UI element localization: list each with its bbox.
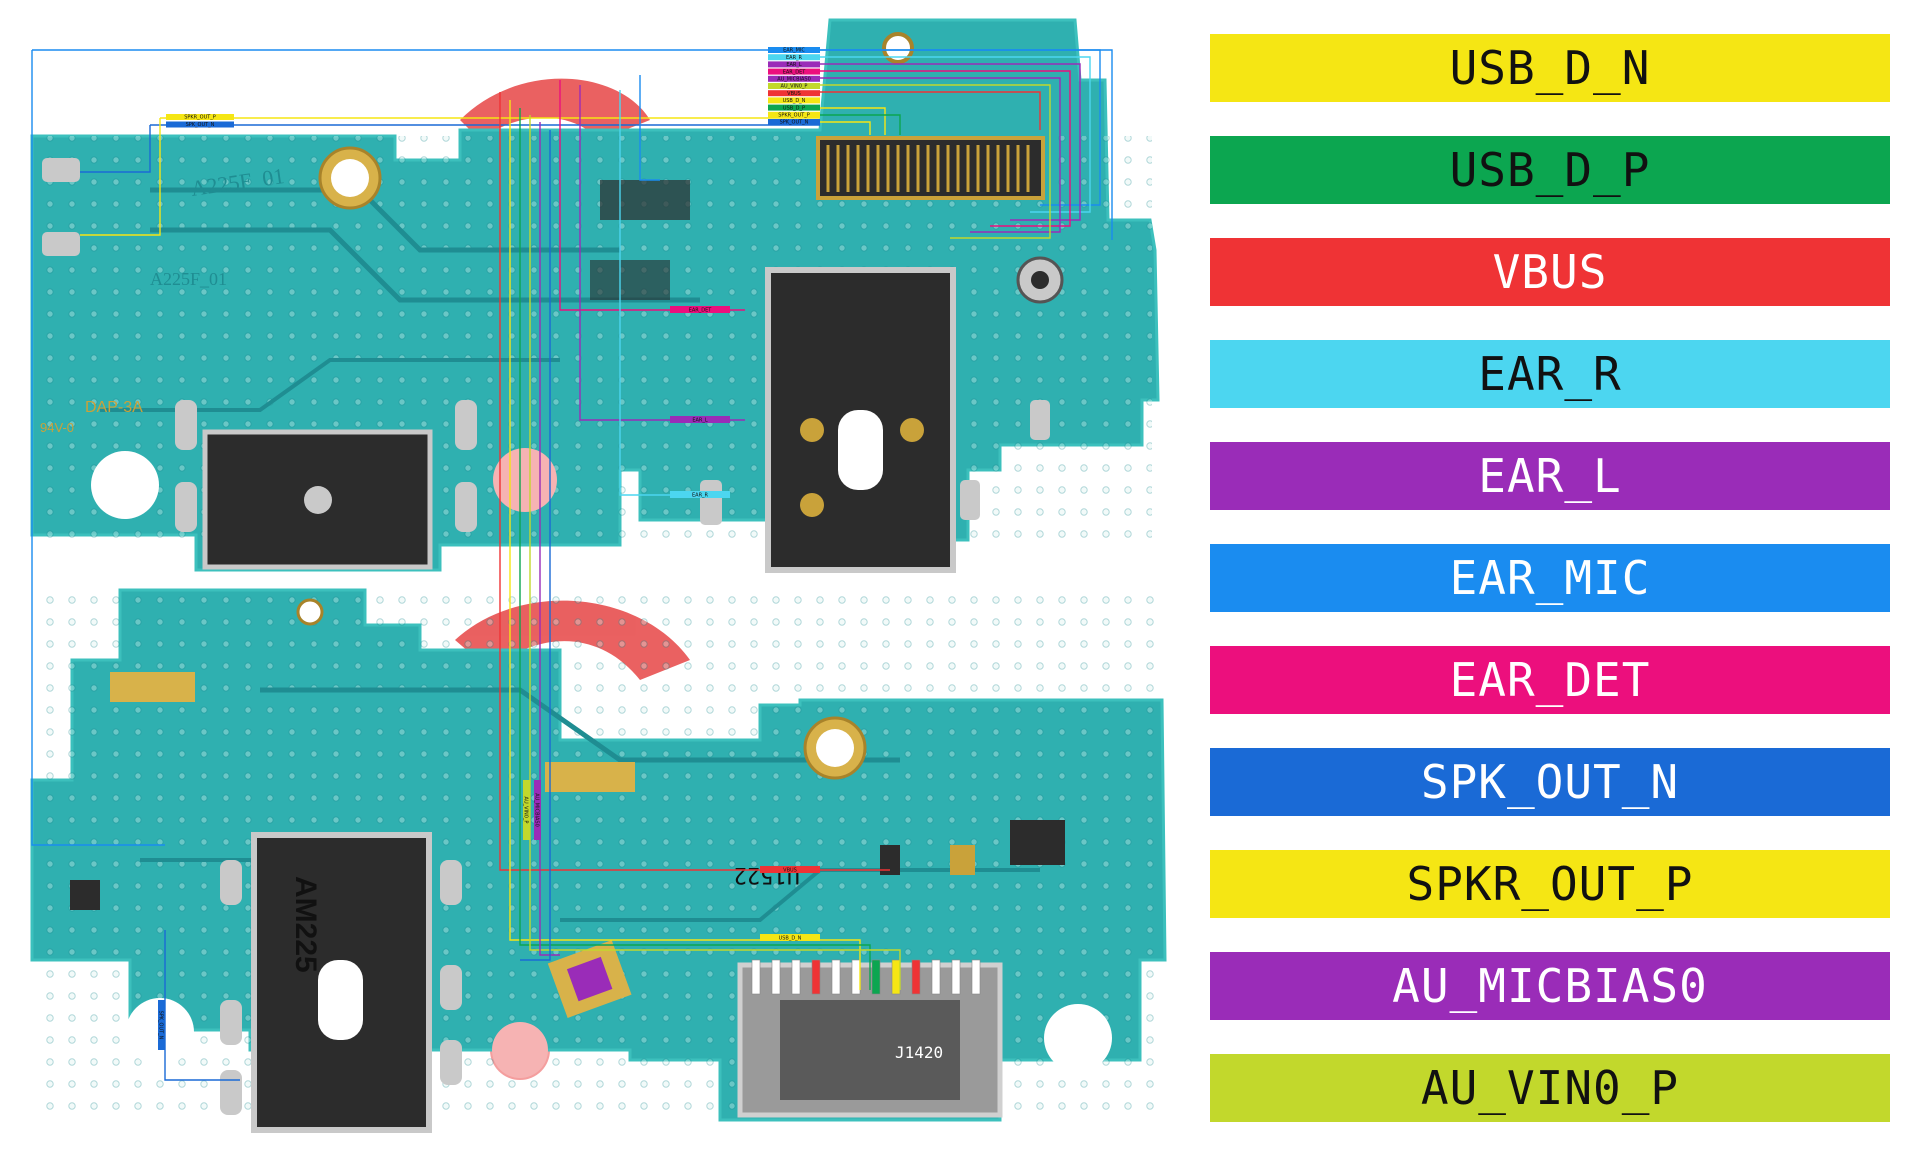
speaker-label-swatch: [166, 121, 234, 128]
usb-pin: [951, 959, 961, 995]
connector-label-text: EAR_MIC: [783, 48, 805, 54]
bottom-label-text: AU_VIN0_P: [523, 797, 529, 824]
legend-item-au-vin0-p: AU_VIN0_P: [1210, 1054, 1890, 1122]
speaker-label-text: SPKR_OUT_P: [184, 115, 216, 121]
bottom-label-swatch: [534, 780, 541, 840]
connector-label-text: EAR_R: [786, 55, 803, 61]
jack-label-text: EAR_L: [692, 418, 708, 424]
connector-label-text: AU_MICBIAS0: [777, 77, 811, 83]
jack-label-text: EAR_R: [692, 493, 709, 499]
legend-item-ear-mic: EAR_MIC: [1210, 544, 1890, 612]
connector-label-swatch: [768, 75, 820, 82]
connector-label-swatch: [768, 97, 820, 104]
legend-item-ear-det: EAR_DET: [1210, 646, 1890, 714]
bottom-label-swatch: [760, 866, 820, 873]
usb-pin: [891, 959, 901, 995]
connector-label-swatch: [768, 61, 820, 68]
bottom-label-swatch: [523, 780, 530, 840]
usb-pin: [771, 959, 781, 995]
usb-pin: [791, 959, 801, 995]
usb-pin: [911, 959, 921, 995]
usb-pins: [751, 959, 981, 995]
connector-label-swatch: [768, 119, 820, 125]
connector-label-text: AU_VIN0_P: [781, 84, 808, 90]
usb-pin: [971, 959, 981, 995]
bottom-label-swatch: [158, 1000, 165, 1050]
jack-label-swatch: [670, 416, 730, 423]
connector-label-swatch: [768, 90, 820, 97]
bottom-label: AU_VIN0_P: [523, 780, 530, 840]
silkscreen-chip: U1522: [734, 862, 800, 887]
legend-item-vbus: VBUS: [1210, 238, 1890, 306]
usb-pin: [851, 959, 861, 995]
silkscreen-jack: AM225: [289, 876, 322, 973]
bottom-label: USB_D_N: [760, 934, 820, 942]
legend-item-spkr-out-p: SPKR_OUT_P: [1210, 850, 1890, 918]
jack-label-group: EAR_DET EAR_L EAR_R: [670, 306, 730, 499]
bottom-label: SPK_OUT_N: [158, 1000, 165, 1050]
bottom-label-text: AU_MICBIAS0: [534, 793, 540, 827]
usb-pin: [751, 959, 761, 995]
bottom-label-text: USB_D_N: [779, 936, 802, 942]
connector-label-text: VBUS: [787, 91, 801, 97]
connector-label-text: SPK_OUT_N: [780, 120, 809, 126]
legend-item-au-micbias0: AU_MICBIAS0: [1210, 952, 1890, 1020]
bottom-label-text: SPK_OUT_N: [158, 1011, 164, 1040]
connector-label-swatch: [768, 47, 820, 53]
signal-legend: USB_D_N USB_D_P VBUS EAR_R EAR_L EAR_MIC…: [1210, 34, 1890, 1156]
legend-item-ear-r: EAR_R: [1210, 340, 1890, 408]
connector-label-text: USB_D_N: [783, 98, 806, 104]
silkscreen-dap: DAP-3A: [85, 399, 143, 416]
legend-item-ear-l: EAR_L: [1210, 442, 1890, 510]
bottom-label: VBUS: [760, 866, 820, 874]
connector-label-text: EAR_L: [786, 62, 802, 68]
usb-pin: [931, 959, 941, 995]
usb-pin: [871, 959, 881, 995]
usb-pin: [811, 959, 821, 995]
bottom-label-swatch: [760, 934, 820, 941]
jack-label-swatch: [670, 306, 730, 313]
silkscreen-j1420: J1420: [895, 1043, 943, 1062]
connector-label-swatch: [768, 104, 820, 111]
connector-label-text: SPKR_OUT_P: [778, 113, 810, 119]
bottom-board: AM225 J1420 U1522: [30, 588, 1167, 1133]
connector-label-text: USB_D_P: [783, 105, 805, 111]
bottom-label: AU_MICBIAS0: [534, 780, 541, 840]
connector-label-swatch: [768, 83, 820, 89]
usb-pin: [831, 959, 841, 995]
speaker-label-text: SPK_OUT_N: [186, 122, 215, 128]
legend-item-spk-out-n: SPK_OUT_N: [1210, 748, 1890, 816]
connector-label-swatch: [768, 54, 820, 61]
silkscreen-rev: 94V-0: [40, 420, 74, 435]
bottom-label-text: VBUS: [783, 868, 797, 874]
connector-label-swatch: [768, 68, 820, 75]
connector-label-swatch: [768, 111, 820, 118]
silkscreen-2: A225F_01: [150, 269, 227, 289]
legend-item-usb-d-p: USB_D_P: [1210, 136, 1890, 204]
legend-item-usb-d-n: USB_D_N: [1210, 34, 1890, 102]
connector-label-text: EAR_DET: [783, 69, 807, 75]
jack-label-text: EAR_DET: [689, 308, 713, 314]
speaker-label-swatch: [166, 114, 234, 120]
jack-label-swatch: [670, 491, 730, 498]
